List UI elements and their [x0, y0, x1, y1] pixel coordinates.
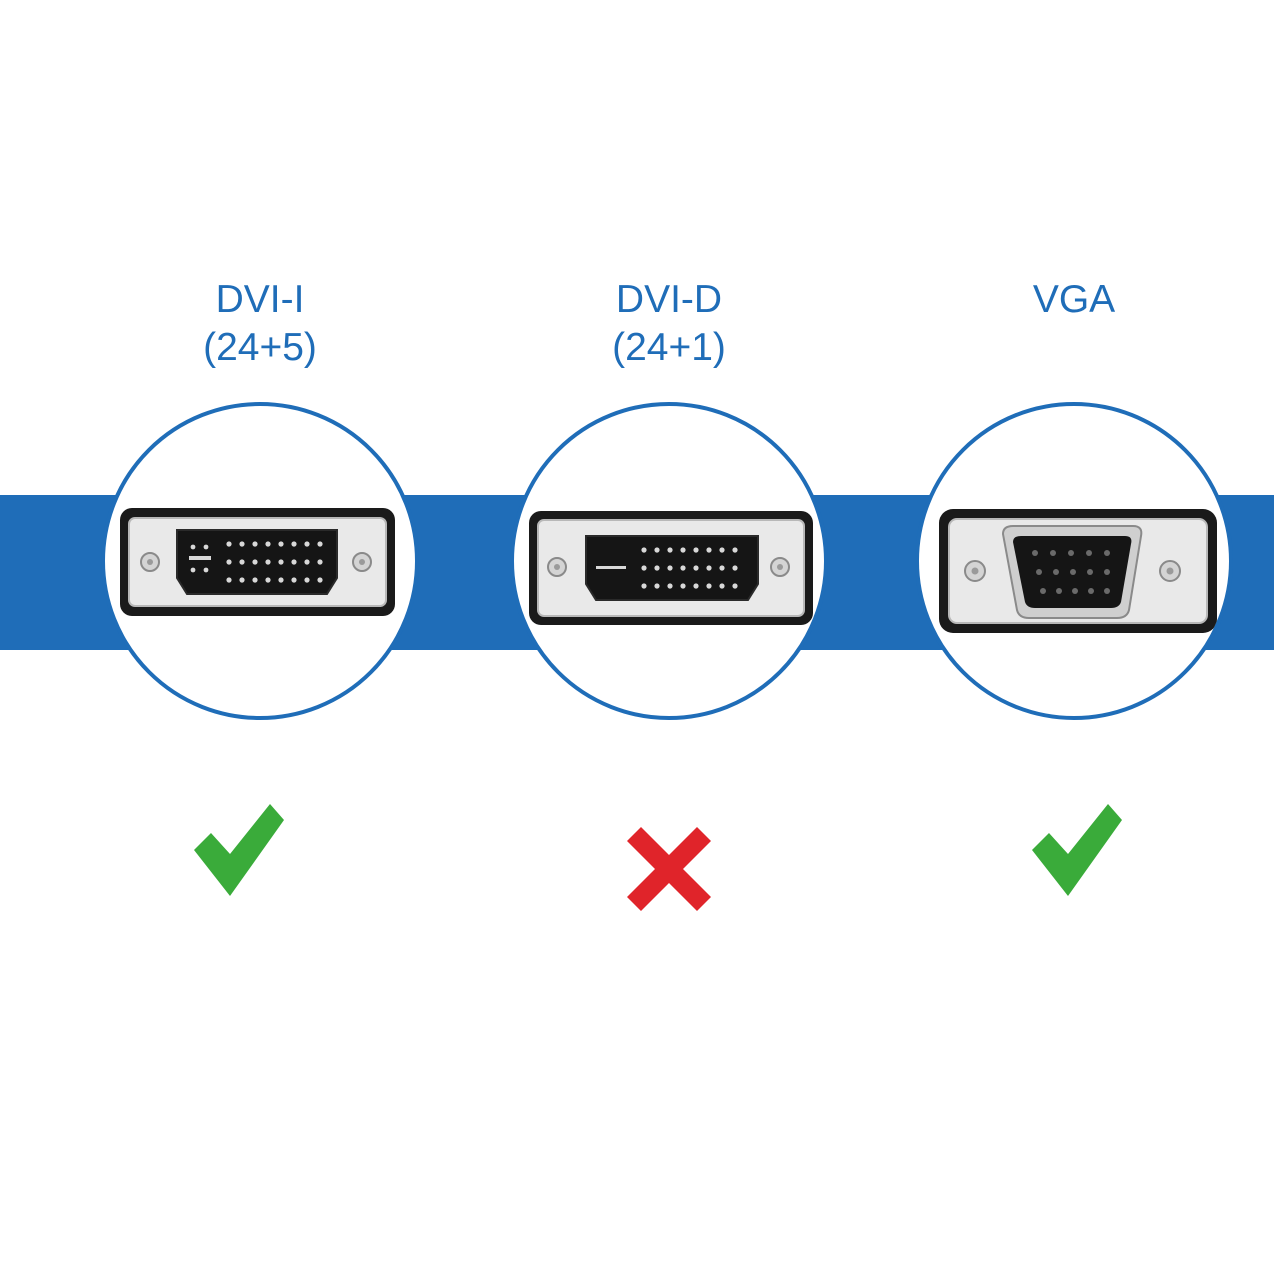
connector-name: VGA [1032, 278, 1116, 321]
connector-name: DVI-I [215, 278, 305, 321]
vga-connector-circle [915, 402, 1233, 720]
check-icon [1032, 800, 1124, 905]
connector-label-vga: VGA [914, 276, 1234, 324]
connector-pins: (24+5) [203, 326, 317, 369]
dvi-i-connector-icon [120, 508, 395, 616]
dvi-d-connector-circle [510, 402, 828, 720]
dvi-d-connector-icon [529, 511, 813, 625]
connector-name: DVI-D [615, 278, 723, 321]
check-icon [194, 800, 286, 905]
connector-pins: (24+1) [612, 326, 726, 369]
connector-label-dvi-i: DVI-I (24+5) [100, 276, 420, 372]
vga-connector-icon [939, 509, 1217, 633]
connector-label-dvi-d: DVI-D (24+1) [509, 276, 829, 372]
cross-icon [627, 827, 711, 916]
dvi-i-connector-circle [101, 402, 419, 720]
